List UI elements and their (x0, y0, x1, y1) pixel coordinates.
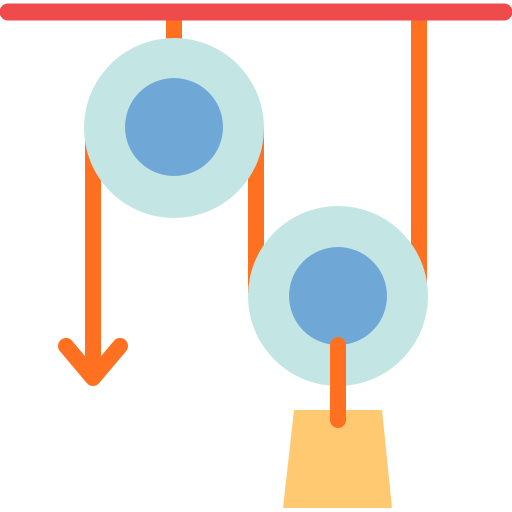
lower-pulley-hub (289, 247, 387, 345)
down-arrow-icon (58, 338, 128, 386)
lower-pulley (248, 206, 428, 386)
upper-pulley-hub (125, 78, 223, 176)
upper-pulley (84, 38, 264, 218)
weight-block (283, 410, 392, 508)
